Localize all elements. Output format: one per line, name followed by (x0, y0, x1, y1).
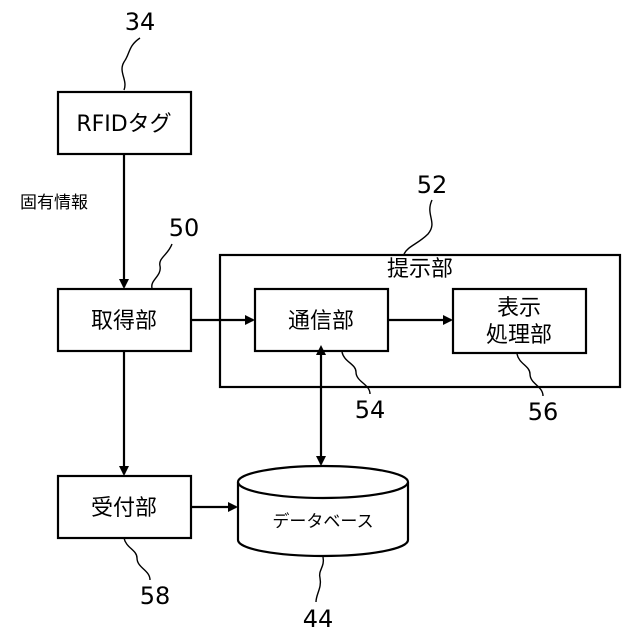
reception-unit-label: 受付部 (91, 496, 157, 521)
ref-54: 54 (355, 396, 386, 424)
unique-info-label: 固有情報 (20, 193, 88, 213)
communication-unit-label: 通信部 (288, 309, 354, 334)
database-cylinder (238, 466, 408, 556)
leader-58 (124, 538, 150, 580)
ref-44: 44 (303, 605, 334, 633)
database-label: データベース (272, 511, 373, 532)
display-processing-label-line1: 表示 (497, 296, 541, 321)
leader-34 (122, 38, 140, 90)
ref-50: 50 (169, 214, 200, 242)
leader-52 (404, 200, 432, 254)
presentation-unit-label: 提示部 (387, 257, 453, 282)
display-processing-label-line2: 処理部 (486, 323, 552, 348)
ref-56: 56 (528, 398, 559, 426)
ref-52: 52 (417, 171, 448, 199)
acquisition-unit-label: 取得部 (91, 309, 157, 334)
ref-34: 34 (125, 8, 156, 36)
rfid-tag-label: RFIDタグ (76, 112, 171, 137)
leader-44 (316, 557, 323, 602)
leader-50 (152, 244, 172, 288)
ref-58: 58 (140, 582, 171, 610)
